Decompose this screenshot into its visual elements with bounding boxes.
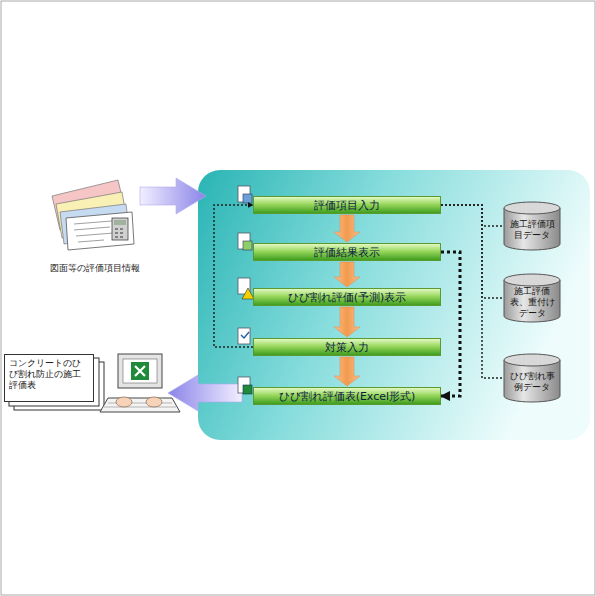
- data-label: ひび割れ事例データ: [503, 361, 561, 395]
- process-bar: 評価項目入力: [253, 196, 441, 214]
- step-label: 対策入力: [325, 340, 369, 355]
- document-sheet: コンクリートのひび割れ防止の施工評価表: [4, 354, 94, 402]
- hand: [116, 397, 132, 407]
- database-cylinder: 施工評価項目データ: [503, 201, 561, 251]
- system-panel: [198, 170, 590, 440]
- step-icon: [238, 233, 252, 250]
- keyboard: [100, 398, 180, 412]
- flow-arrow: [334, 307, 360, 337]
- cylinder-top: [504, 354, 560, 366]
- output-arrow: [168, 375, 242, 411]
- step-label: ひび割れ評価(予測)表示: [288, 290, 407, 305]
- calculator: [112, 218, 128, 240]
- data-label: 施工評価表、重付けデータ: [503, 276, 561, 321]
- flow-arrow: [334, 262, 360, 287]
- step-label: 評価結果表示: [314, 245, 380, 260]
- step-icon: [238, 186, 252, 203]
- step-label: 評価項目入力: [314, 198, 380, 213]
- excel-icon: [131, 362, 149, 380]
- calculator-keys: [115, 229, 123, 237]
- dotted-connector: [441, 205, 503, 226]
- process-bar: ひび割れ評価(予測)表示: [253, 288, 441, 306]
- step-icon: [238, 328, 250, 344]
- doc-icon: [238, 328, 250, 344]
- icon-accent: [243, 194, 252, 203]
- step-icon: [238, 278, 254, 299]
- computer: [100, 354, 180, 412]
- calculator-screen: [114, 220, 126, 225]
- database-cylinder: ひび割れ事例データ: [503, 353, 561, 403]
- cylinder-top: [504, 274, 560, 286]
- flow-arrow: [334, 357, 360, 386]
- monitor-screen: [123, 359, 157, 383]
- step-icon: [238, 377, 252, 394]
- flow-arrow: [334, 215, 360, 242]
- icon-accent: [243, 241, 252, 250]
- input-arrow: [140, 178, 206, 214]
- dotted-connector: [441, 205, 503, 378]
- monitor: [118, 354, 162, 388]
- data-label: 施工評価項目データ: [503, 209, 561, 243]
- excel-icon: [243, 385, 252, 394]
- hand: [146, 397, 162, 407]
- dotted-connector: [214, 205, 253, 347]
- input-documents: [52, 180, 134, 250]
- drawing-sheet: [66, 212, 134, 250]
- check-icon: [241, 332, 249, 338]
- keyboard-keys: [104, 403, 176, 407]
- caption-label: 図面等の評価項目情報: [30, 262, 160, 275]
- cylinder-top: [504, 202, 560, 214]
- process-bar: 対策入力: [253, 338, 441, 356]
- excel-mark: [135, 366, 145, 376]
- process-bar: ひび割れ評価表(Excel形式): [253, 387, 441, 405]
- dotted-connector: [441, 252, 460, 396]
- database-cylinder: 施工評価表、重付けデータ: [503, 273, 561, 323]
- step-label: ひび割れ評価表(Excel形式): [279, 389, 416, 404]
- document-title: コンクリートのひび割れ防止の施工評価表: [9, 358, 89, 391]
- dotted-connector: [441, 205, 503, 298]
- process-bar: 評価結果表示: [253, 243, 441, 261]
